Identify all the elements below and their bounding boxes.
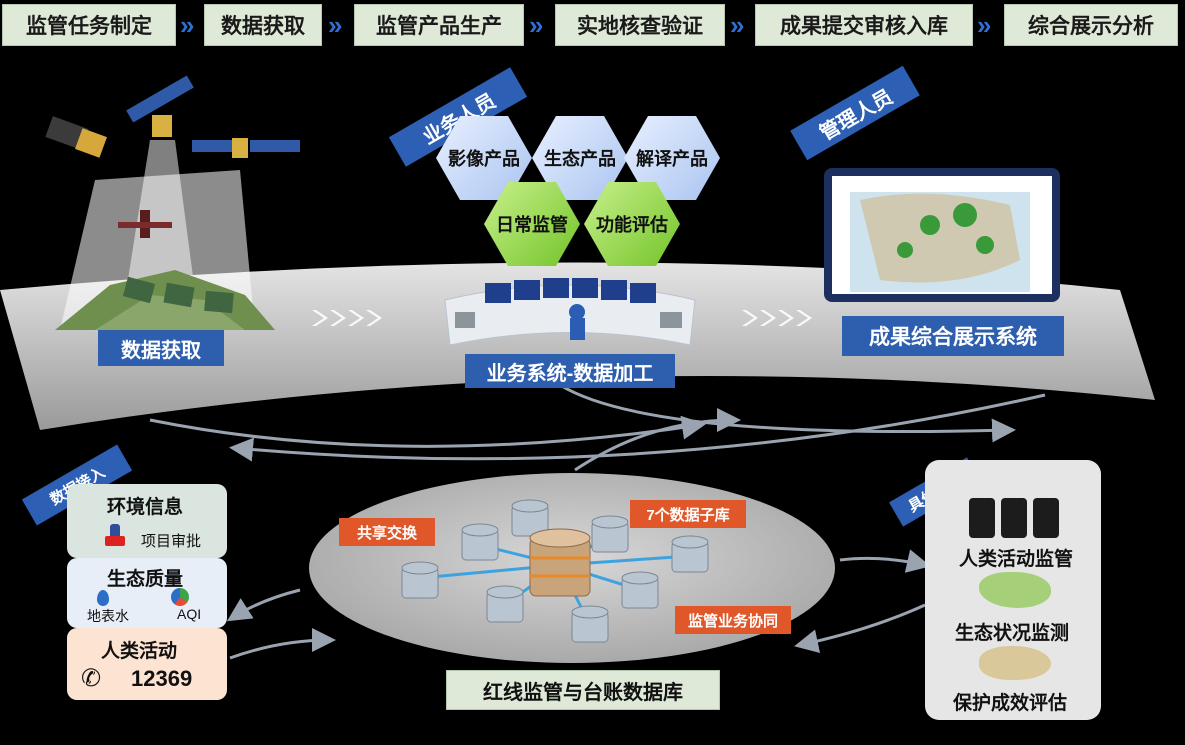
human-activity-title: 人类活动	[101, 641, 178, 662]
road-chevrons-left	[312, 310, 382, 326]
chevron-right-icon: »	[328, 10, 343, 40]
flow-curve	[839, 549, 931, 573]
eco-quality-item: 地表水	[87, 608, 129, 624]
road-chevrons-right	[742, 310, 812, 326]
flow-curve	[794, 603, 926, 653]
business-item: 保护成效评估	[953, 693, 1068, 714]
map-thumbnail-icon	[979, 646, 1051, 680]
tag-business-collab: 监管业务协同	[675, 606, 791, 634]
flow-curve	[229, 393, 1046, 462]
business-item: 人类活动监管	[959, 549, 1074, 570]
label-business-system: 业务系统-数据加工	[465, 354, 675, 388]
monitor-screen-image	[824, 168, 1060, 302]
map-thumbnail-icon	[979, 572, 1051, 608]
env-info-item: 项目审批	[141, 533, 202, 550]
flow-curve	[574, 408, 741, 472]
hex-product: 解译产品	[624, 116, 720, 200]
flow-curve	[226, 588, 301, 622]
water-drop-icon	[97, 590, 109, 606]
database-cluster	[401, 499, 709, 643]
process-step: 监管产品生产	[354, 4, 524, 46]
hotline-number: 12369	[131, 666, 193, 691]
stamp-icon	[105, 524, 125, 548]
hex-product: 功能评估	[584, 182, 680, 266]
eco-quality-item: AQI	[177, 606, 202, 622]
chevron-right-icon: »	[977, 10, 992, 40]
plane-icon	[118, 210, 172, 238]
label-data-acquisition: 数据获取	[98, 330, 224, 366]
phone-icon: ✆	[81, 665, 102, 692]
process-step: 实地核查验证	[555, 4, 725, 46]
road-band	[0, 262, 1155, 430]
chevron-right-icon: »	[730, 10, 745, 40]
env-info-title: 环境信息	[107, 497, 184, 518]
flow-curve	[149, 415, 706, 448]
panel-business: 人类活动监管 生态状况监测 保护成效评估	[925, 460, 1101, 720]
tag-sub-databases: 7个数据子库	[630, 500, 746, 528]
label-result-system: 成果综合展示系统	[842, 316, 1064, 356]
terrain-image	[55, 270, 275, 330]
hex-product: 生态产品	[532, 116, 628, 200]
tag-share-exchange: 共享交换	[339, 518, 435, 546]
database-name: 红线监管与台账数据库	[446, 670, 720, 710]
hex-product: 日常监管	[484, 182, 580, 266]
control-desk-icon	[444, 278, 696, 346]
process-step: 数据获取	[204, 4, 322, 46]
flow-curve	[229, 628, 336, 660]
chevron-right-icon: »	[529, 10, 544, 40]
pie-icon	[171, 588, 189, 606]
business-item: 生态状况监测	[955, 623, 1070, 644]
panel-human-activity: 人类活动 ✆ 12369	[67, 628, 227, 700]
process-step: 综合展示分析	[1004, 4, 1178, 46]
chevron-right-icon: »	[180, 10, 195, 40]
phones-icon	[969, 498, 1059, 538]
process-step: 成果提交审核入库	[755, 4, 973, 46]
eco-quality-title: 生态质量	[107, 569, 184, 590]
process-step: 监管任务制定	[2, 4, 176, 46]
panel-env-info: 环境信息 项目审批	[67, 484, 227, 558]
panel-eco-quality: 生态质量 地表水 AQI	[67, 558, 227, 628]
flow-curve	[559, 383, 1016, 443]
hex-product: 影像产品	[436, 116, 532, 200]
